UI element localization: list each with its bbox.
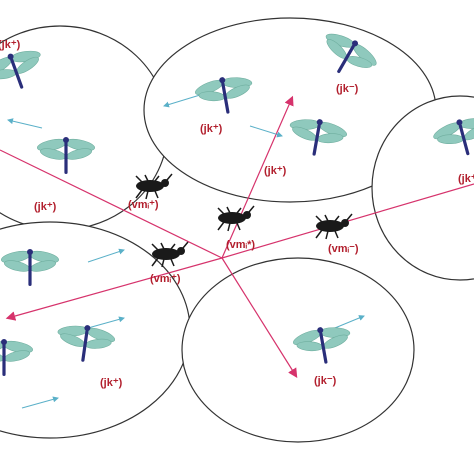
label-jk: (jk⁻) [314, 375, 337, 387]
motion-arrow [87, 248, 125, 263]
label-jk: (jk⁺) [264, 165, 287, 177]
label-jk: (jk⁺) [34, 201, 57, 213]
label-jk: (jk⁻) [336, 83, 359, 95]
label-vm: (vmᵢ*) [226, 239, 255, 251]
motion-arrow [7, 118, 43, 129]
arrow-to-top [221, 95, 294, 259]
label-vm: (vmᵢ⁺) [150, 273, 181, 285]
label-jk: (jk⁺) [0, 39, 21, 51]
motion-arrows [7, 94, 365, 409]
motion-arrow [163, 94, 201, 108]
region-bottom-right [181, 257, 415, 443]
labels: (jk⁺) (jk⁺) (jk⁺) (jk⁺) (jk⁺) (jk⁺) (jk⁻… [0, 39, 474, 389]
arrow-to-bottom [221, 257, 298, 379]
label-jk: (jk⁺) [200, 123, 223, 135]
arrow-to-top-left [0, 149, 223, 259]
label-jk: (jk⁺) [100, 377, 123, 389]
motion-arrow [249, 125, 283, 138]
label-jk: (jk⁺) [458, 173, 474, 185]
motion-arrow [21, 396, 59, 409]
motion-arrow [87, 316, 125, 329]
insect-icon [315, 213, 353, 240]
arrow-to-bottom-left [5, 257, 223, 321]
label-vm: (vmᵢ⁺) [128, 199, 159, 211]
label-vm: (vmᵢ⁻) [328, 243, 359, 255]
